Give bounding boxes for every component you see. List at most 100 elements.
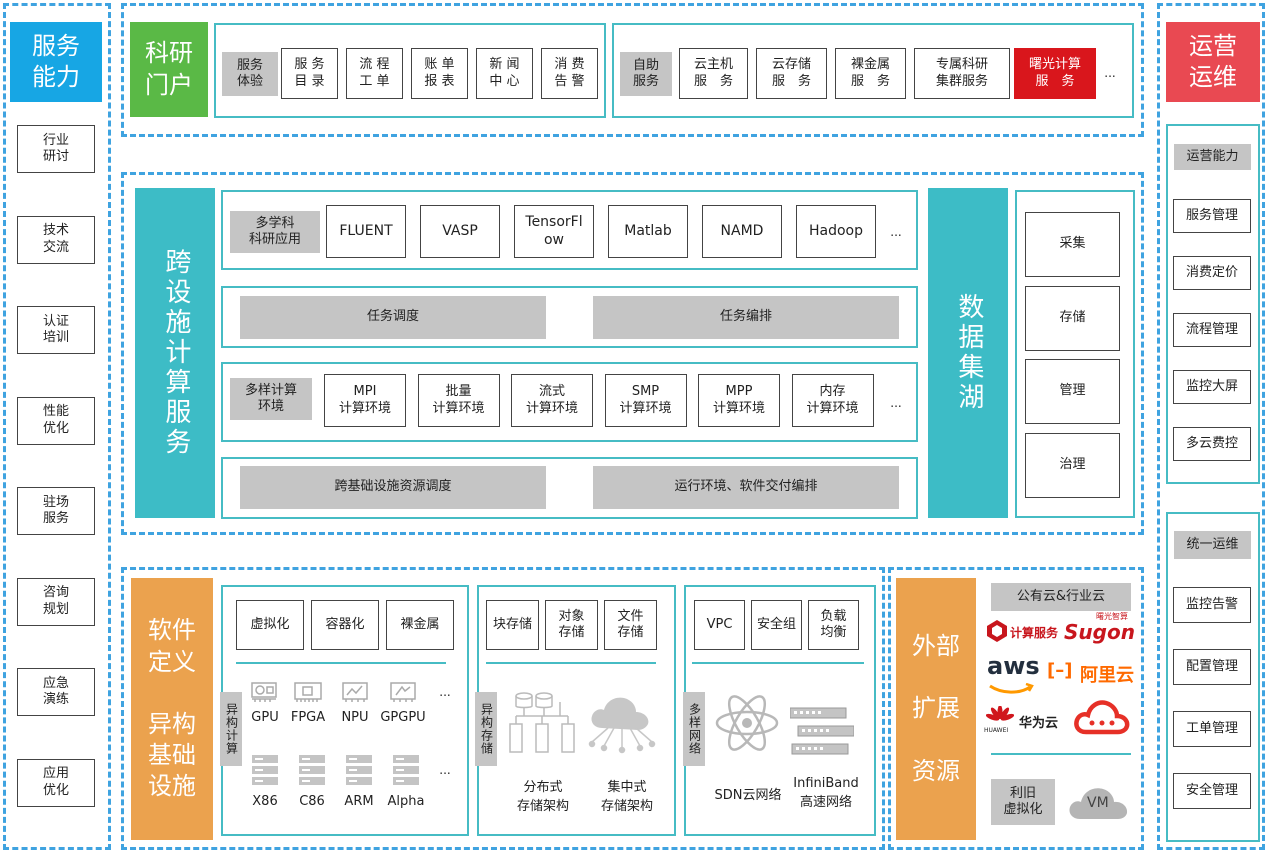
fpga-icon xyxy=(293,680,323,708)
virt-item[interactable]: 虚拟化 xyxy=(236,600,304,650)
npu-icon xyxy=(340,680,370,708)
app-tensorflow[interactable]: TensorFl ow xyxy=(514,205,594,258)
app-matlab[interactable]: Matlab xyxy=(608,205,688,258)
storage-item[interactable]: 文件 存储 xyxy=(604,600,657,650)
service-item[interactable]: 咨询 规划 xyxy=(17,577,95,626)
datalake-title: 数据集湖 xyxy=(928,188,1008,518)
hetero-storage-label: 异构存储 xyxy=(475,692,497,766)
storage-arch-label: 分布式 存储架构 xyxy=(516,780,569,814)
infiniband-switch-icon xyxy=(789,706,855,762)
compute-env-item[interactable]: 内存 计算环境 xyxy=(791,374,874,427)
portal-self-item[interactable]: 裸金属 服 务 xyxy=(835,48,906,99)
accel-label: GPGPU xyxy=(380,710,426,725)
service-item[interactable]: 驻场 服务 xyxy=(17,487,95,535)
storage-item[interactable]: 对象 存储 xyxy=(545,600,598,650)
ops-capability-item[interactable]: 多云费控 xyxy=(1173,427,1251,461)
gpgpu-icon xyxy=(388,680,418,708)
portal-experience-item[interactable]: 新 闻 中 心 xyxy=(476,48,533,99)
runtime-orchestrate: 运行环境、软件交付编排 xyxy=(593,466,899,509)
external-group xyxy=(888,567,1144,850)
ops-capability-label: 运营能力 xyxy=(1174,144,1251,170)
datalake-item[interactable]: 治理 xyxy=(1025,432,1120,498)
cpu-label: Alpha xyxy=(387,794,425,809)
central-storage-cloud-icon xyxy=(588,692,658,762)
red-cloud-logo-icon xyxy=(1074,698,1130,740)
infra-group xyxy=(121,567,885,850)
service-capability-title: 服务 能力 xyxy=(10,22,102,102)
ops-capability-item[interactable]: 消费定价 xyxy=(1173,256,1251,290)
storage-item[interactable]: 块存储 xyxy=(486,600,539,650)
arm-server-icon xyxy=(346,755,372,789)
portal-title: 科研 门户 xyxy=(130,22,208,117)
datalake-item[interactable]: 管理 xyxy=(1025,359,1120,424)
virt-item[interactable]: 容器化 xyxy=(311,600,379,650)
distributed-storage-icon xyxy=(508,690,578,760)
huawei-flower-icon xyxy=(985,705,1015,730)
service-item[interactable]: 性能 优化 xyxy=(17,396,95,445)
virt-item[interactable]: 裸金属 xyxy=(386,600,454,650)
app-namd[interactable]: NAMD xyxy=(702,205,782,258)
task-orchestrate: 任务编排 xyxy=(593,296,899,339)
gpu-icon xyxy=(250,680,280,708)
portal-experience-item[interactable]: 流 程 工 单 xyxy=(346,48,403,99)
app-fluent[interactable]: FLUENT xyxy=(326,205,406,258)
compute-env-item[interactable]: MPI 计算环境 xyxy=(324,374,406,427)
cpu-label: C86 xyxy=(299,794,325,809)
ops-capability-item[interactable]: 服务管理 xyxy=(1173,199,1251,233)
virt-divider xyxy=(236,662,446,664)
compute-env-item[interactable]: MPP 计算环境 xyxy=(698,374,780,427)
network-arch-label: InfiniBand 高速网络 xyxy=(793,776,859,810)
service-item[interactable]: 行业 研讨 xyxy=(17,125,95,173)
sugon-compute-service-button[interactable]: 曙光计算 服 务 xyxy=(1014,48,1096,99)
network-arch-label: SDN云网络 xyxy=(714,788,782,803)
ops-unified-item[interactable]: 配置管理 xyxy=(1173,649,1251,685)
storage-divider xyxy=(486,662,656,664)
cpu-more: ... xyxy=(439,763,451,777)
service-item[interactable]: 认证 培训 xyxy=(17,306,95,354)
app-vasp[interactable]: VASP xyxy=(420,205,500,258)
datalake-item[interactable]: 采集 xyxy=(1025,212,1120,277)
compute-env-item[interactable]: 批量 计算环境 xyxy=(417,374,500,427)
datalake-item[interactable]: 存储 xyxy=(1025,285,1120,351)
portal-self-item[interactable]: 云存储 服 务 xyxy=(756,48,827,99)
ops-unified-item[interactable]: 工单管理 xyxy=(1173,711,1251,747)
cross-schedule: 跨基础设施资源调度 xyxy=(240,466,546,509)
ops-capability-item[interactable]: 流程管理 xyxy=(1173,313,1251,347)
app-hadoop[interactable]: Hadoop xyxy=(796,205,876,258)
ops-unified-item[interactable]: 监控告警 xyxy=(1173,587,1251,623)
ops-capability-panel xyxy=(1166,124,1260,484)
env-more: ... xyxy=(890,396,902,410)
portal-experience-item[interactable]: 服 务 目 录 xyxy=(281,48,338,99)
accel-more: ... xyxy=(439,685,451,699)
portal-self-item[interactable]: 云主机 服 务 xyxy=(679,48,748,99)
ops-capability-item[interactable]: 监控大屏 xyxy=(1173,370,1251,404)
portal-more: ... xyxy=(1104,66,1116,80)
aliyun-bracket-icon: [–] xyxy=(1047,660,1073,681)
service-item[interactable]: 应用 优化 xyxy=(17,758,95,807)
compute-env-item[interactable]: 流式 计算环境 xyxy=(511,374,593,427)
ops-unified-label: 统一运维 xyxy=(1174,531,1251,559)
cpu-label: X86 xyxy=(252,794,278,809)
env-label: 多样计算 环境 xyxy=(230,378,312,420)
portal-experience-item[interactable]: 消 费 告 警 xyxy=(541,48,598,99)
network-item[interactable]: 负载 均衡 xyxy=(808,600,859,650)
network-item[interactable]: VPC xyxy=(694,600,745,650)
hetero-compute-label: 异构计算 xyxy=(220,692,242,766)
portal-experience-item[interactable]: 账 单 报 表 xyxy=(411,48,468,99)
public-cloud-label: 公有云&行业云 xyxy=(991,583,1131,611)
network-item[interactable]: 安全组 xyxy=(751,600,802,650)
accel-label: FPGA xyxy=(290,710,326,725)
compute-title: 跨设施计算服务 xyxy=(135,188,215,518)
service-item[interactable]: 应急 演练 xyxy=(17,668,95,716)
external-title: 外部 扩展 资源 xyxy=(896,578,976,840)
compute-env-item[interactable]: SMP 计算环境 xyxy=(604,374,687,427)
ops-unified-item[interactable]: 安全管理 xyxy=(1173,773,1251,809)
ops-title: 运营 运维 xyxy=(1166,22,1260,102)
external-divider xyxy=(991,753,1131,755)
accel-label: NPU xyxy=(341,710,369,725)
portal-self-item[interactable]: 专属科研 集群服务 xyxy=(914,48,1010,99)
service-item[interactable]: 技术 交流 xyxy=(17,215,95,264)
x86-server-icon xyxy=(252,755,278,789)
c86-server-icon xyxy=(299,755,325,789)
service-capability-group xyxy=(3,3,111,850)
